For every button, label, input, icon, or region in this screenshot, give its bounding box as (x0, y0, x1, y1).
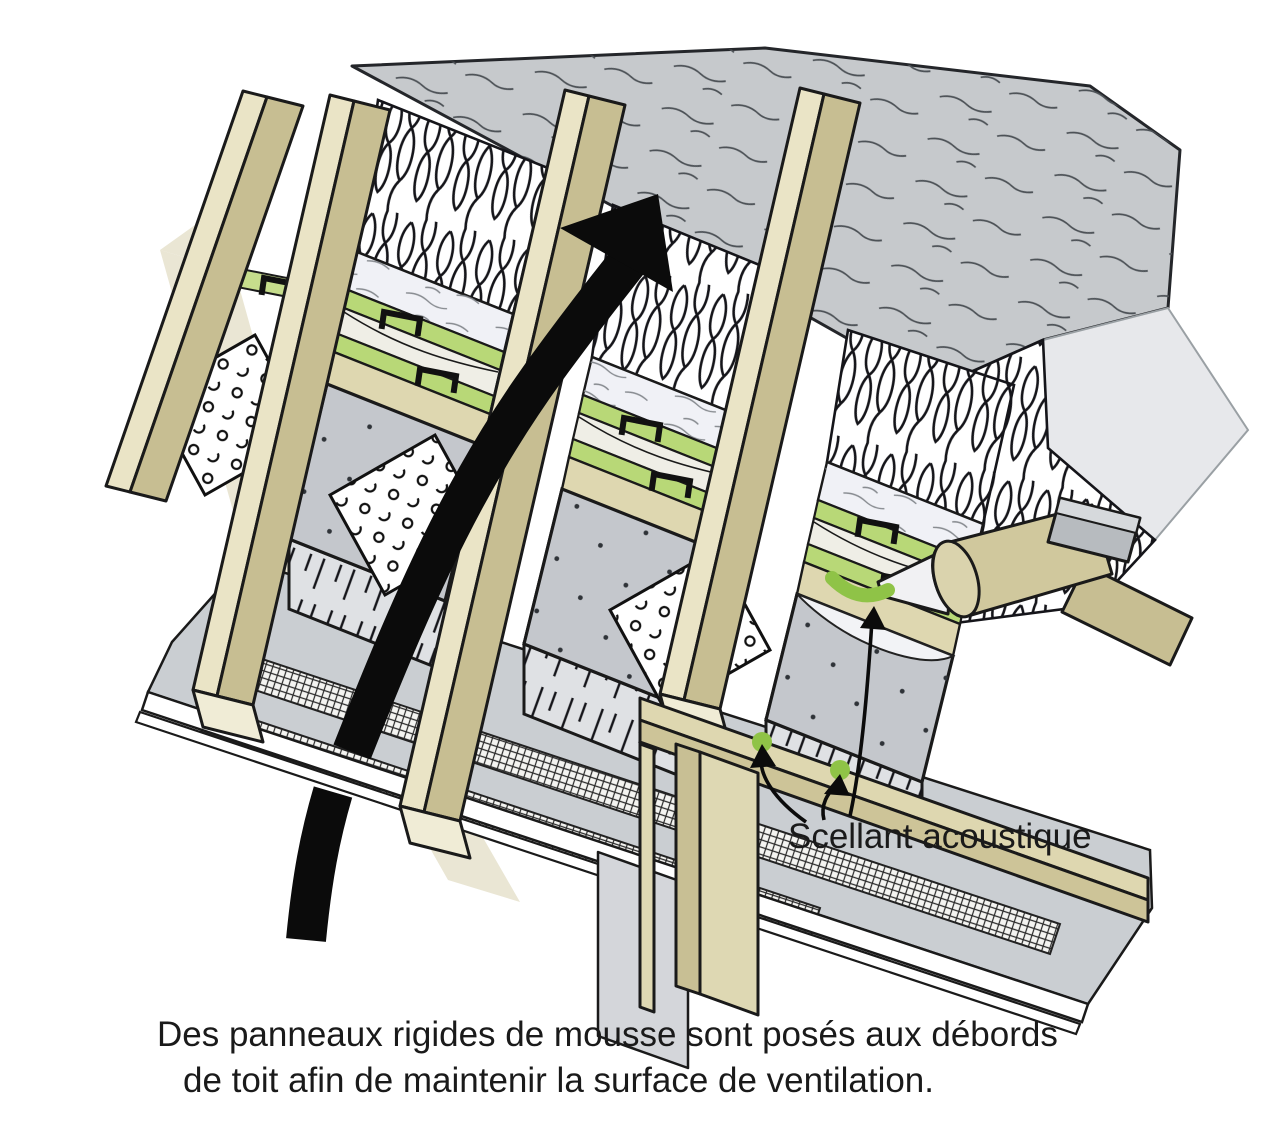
wall-stud-side (674, 742, 702, 996)
rafter (191, 93, 392, 744)
wall-stud (698, 750, 760, 1017)
gun-metal-highlight (1055, 497, 1141, 534)
rafter (104, 89, 305, 503)
airflow-arrowhead (560, 194, 673, 292)
sealant-dot (830, 760, 850, 780)
caulking-gun (876, 496, 1142, 619)
sealant-label: Scellant acoustique (788, 817, 1092, 856)
wall-stud (638, 742, 656, 1014)
leader-arrows (750, 606, 886, 824)
gun-barrel-cap (931, 539, 981, 619)
airflow-arrow (286, 194, 673, 942)
sealant-dots (752, 571, 895, 780)
caption-line-2: de toit afin de maintenir la surface de … (183, 1061, 934, 1100)
airflow-arrow-shaft (333, 241, 650, 760)
sealant-bead (825, 571, 895, 603)
caption-line-1: Des panneaux rigides de mousse sont posé… (157, 1015, 1058, 1054)
top-plate (638, 718, 1150, 924)
airflow-arrow-tail (286, 786, 353, 942)
rafter-tail-right (1060, 563, 1194, 667)
sealant-dot (752, 732, 772, 752)
